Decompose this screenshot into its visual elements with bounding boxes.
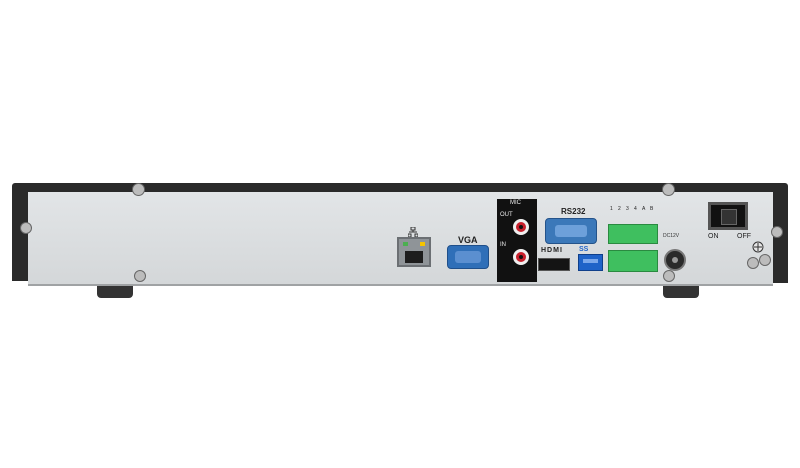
power-switch[interactable] xyxy=(708,202,748,230)
screw xyxy=(134,270,146,282)
power-off-label: OFF xyxy=(737,233,751,240)
rs232-label: RS232 xyxy=(561,207,586,216)
dc-power-jack[interactable] xyxy=(664,249,686,271)
terminal-bottom-row[interactable] xyxy=(608,250,658,272)
terminal-label: 3 xyxy=(626,206,629,212)
rs232-port[interactable] xyxy=(545,218,597,244)
hdmi-label: HDMI xyxy=(541,247,563,254)
chassis-top xyxy=(12,183,788,193)
power-on-label: ON xyxy=(708,233,719,240)
screw xyxy=(20,222,32,234)
terminal-label-row: 1 2 3 4 A B xyxy=(610,206,660,216)
terminal-label: 4 xyxy=(634,206,637,212)
dc-label: DC12V xyxy=(663,233,680,239)
screw xyxy=(662,183,675,196)
screw xyxy=(132,183,145,196)
hdmi-port[interactable] xyxy=(538,258,570,271)
ethernet-port[interactable] xyxy=(397,237,431,267)
audio-block: MIC OUT IN xyxy=(497,199,537,282)
usb-port[interactable] xyxy=(578,254,603,271)
screw xyxy=(771,226,783,238)
terminal-block: 1 2 3 4 A B xyxy=(608,206,660,272)
foot-right xyxy=(663,286,699,298)
chassis-left-edge xyxy=(12,190,32,281)
screw xyxy=(663,270,675,282)
terminal-top-row[interactable] xyxy=(608,224,658,244)
usb-label: SS xyxy=(579,246,589,253)
foot-left xyxy=(97,286,133,298)
mic-label: MIC xyxy=(510,200,521,206)
terminal-label: 1 xyxy=(610,206,613,212)
screw xyxy=(747,257,759,269)
vga-port[interactable] xyxy=(447,245,489,269)
terminal-label: 2 xyxy=(618,206,621,212)
audio-out-label: OUT xyxy=(500,212,513,218)
audio-out-jack[interactable] xyxy=(513,219,529,235)
terminal-label: B xyxy=(650,206,654,212)
ground-icon xyxy=(752,240,764,253)
vga-label: VGA xyxy=(458,235,478,245)
network-icon xyxy=(407,224,419,238)
screw xyxy=(759,254,771,266)
terminal-label: A xyxy=(642,206,646,212)
audio-in-label: IN xyxy=(500,242,506,248)
audio-in-jack[interactable] xyxy=(513,249,529,265)
